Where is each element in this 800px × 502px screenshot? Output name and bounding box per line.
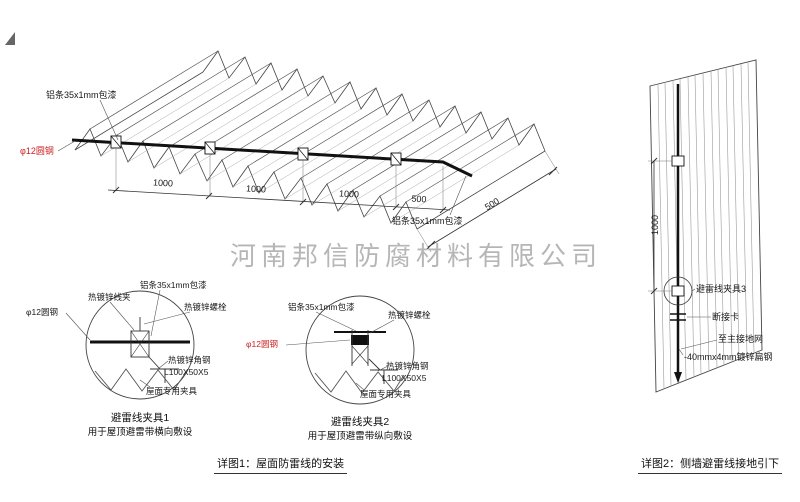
detail-circle-2: [285, 295, 415, 405]
caption-detail-2: 详图2：侧墙避雷线接地引下: [638, 455, 783, 474]
d2-angle-spec-label: L100X50X5: [382, 373, 427, 383]
roof-strip-label-bottom: 铝条35x1mm包漆: [392, 216, 463, 226]
roof-dimension-chain: [107, 148, 451, 214]
detail-circle-1: [65, 289, 195, 400]
caption-detail-1: 详图1：屋面防雷线的安装: [214, 455, 348, 474]
detail2-wire-section: [351, 335, 369, 345]
detail1-leaders: [65, 289, 191, 388]
wall-clamp-upper: [671, 155, 685, 167]
watermark: 河南邦信防腐材料有限公司: [230, 241, 603, 271]
roof-valley-lines: [100, 77, 520, 224]
detail2-leaders: [285, 311, 395, 391]
wall-flat-steel-label: -40mmx4mm镀锌扁钢: [684, 352, 773, 362]
wall-disconnect-label: 断接卡: [712, 312, 740, 322]
roof-strip-label-top: 铝条35x1mm包漆: [46, 90, 117, 100]
roof-leader-lines: [57, 99, 467, 216]
detail2-roof-profile: [314, 370, 405, 394]
corner-mark: [5, 32, 15, 45]
roof-rod-label: φ12圆钢: [20, 146, 54, 156]
wall-corrugation-lines: [657, 61, 755, 390]
wall-clamp3-label: 避雷线夹具3: [696, 284, 747, 294]
d2-rod-label: φ12圆钢: [246, 339, 278, 349]
d1-strip-label: 铝条35x1mm包漆: [140, 280, 207, 290]
d1-angle-spec-label: L100X50X5: [164, 367, 209, 377]
d1-bolt-label: 热镀锌螺栓: [184, 302, 227, 312]
d2-subtitle: 用于屋顶避雷带纵向敷设: [307, 431, 413, 442]
wall-dimension: [648, 157, 672, 295]
d1-clamp-label: 屋面专用夹具: [146, 386, 198, 396]
wall-clamp-lower: [671, 285, 685, 297]
d1-title: 避雷线夹具1: [110, 412, 170, 424]
wall-ground-label: 至主接地网: [718, 334, 764, 344]
d2-clamp-label: 屋面专用夹具: [360, 389, 412, 399]
detail1-clamp: [130, 330, 150, 358]
d1-rod-label: φ12圆钢: [26, 307, 58, 317]
disconnect-bars: [670, 313, 686, 321]
wall-dim-1000: 1000: [650, 214, 660, 236]
detail1-roof-profile: [94, 368, 187, 392]
d1-angle-label: 热镀锌角钢: [168, 355, 211, 365]
roof-end-edges: [74, 71, 546, 230]
detail1-angle-steel: [148, 356, 179, 383]
d2-title: 避雷线夹具2: [330, 416, 390, 428]
wall-leader-lines: [678, 288, 718, 356]
roof-back-profile: [202, 50, 546, 152]
ground-arrow: [674, 372, 682, 383]
d2-angle-label: 热镀锌角钢: [386, 361, 429, 371]
d2-strip-label: 铝条35x1mm包漆: [288, 302, 355, 312]
roof-side-dimension: [416, 150, 560, 253]
d1-subtitle: 用于屋顶避雷带横向敷设: [87, 427, 193, 438]
d1-clip-label: 热镀锌线夹: [88, 292, 131, 302]
lightning-wire: [71, 138, 473, 178]
detail2-angle-steel: [368, 358, 398, 384]
roof-isometric: [74, 50, 546, 230]
roof-ridge-lines: [89, 50, 535, 203]
detail2-clamp: [351, 330, 369, 366]
d2-bolt-label: 热镀锌螺栓: [388, 310, 431, 320]
